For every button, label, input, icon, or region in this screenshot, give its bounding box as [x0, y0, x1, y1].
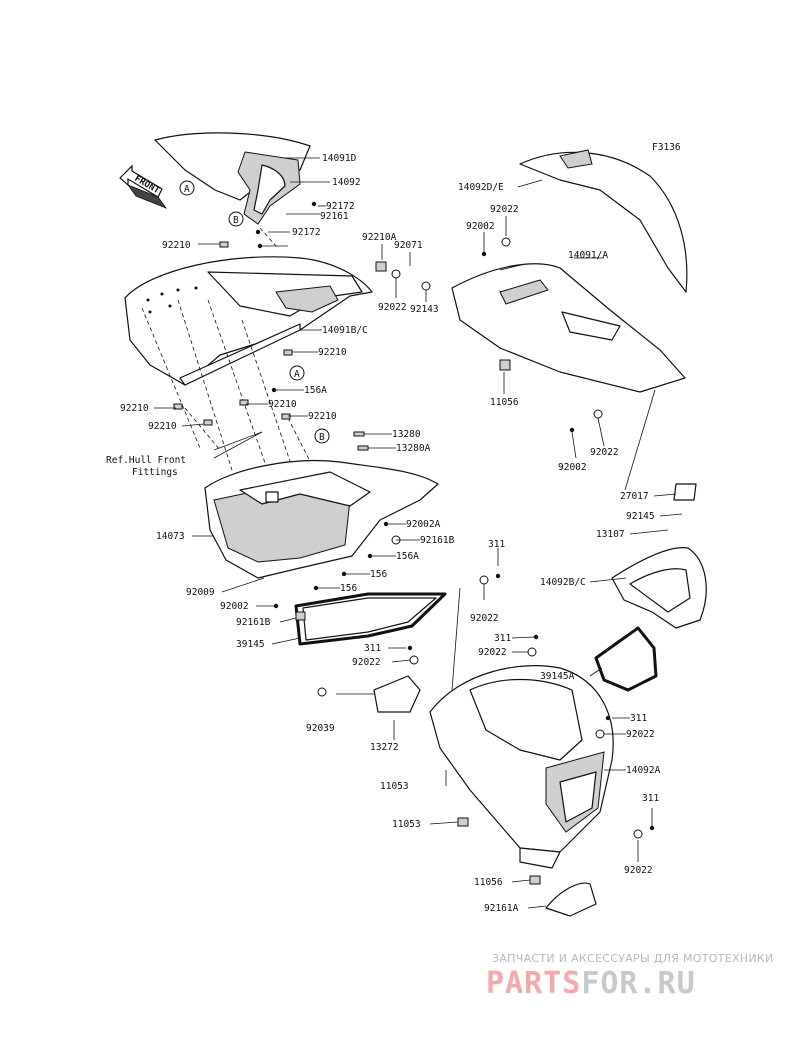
- callout-label: 14092D/E: [458, 182, 504, 193]
- callout-label: 14091D: [322, 153, 357, 164]
- callout-label: 311: [642, 793, 659, 804]
- callout-labels: 14091D 14092 92172 92161 92172 92210 140…: [120, 153, 661, 914]
- callout-label: 311: [630, 713, 647, 724]
- callout-label: 92022: [624, 865, 653, 876]
- front-arrow-icon: FRONT: [119, 164, 168, 209]
- callout-label: 92161B: [420, 535, 455, 546]
- pad-92161a-part: [545, 882, 597, 917]
- callout-label: 92172: [326, 201, 355, 212]
- callout-label: 14092: [332, 177, 361, 188]
- callout-label: 39145A: [540, 671, 575, 682]
- callout-label: 14091B/C: [322, 325, 368, 336]
- side-panel-14092de-part: [519, 149, 688, 293]
- callout-label: 156: [340, 583, 357, 594]
- marker-b-mid: B: [314, 428, 330, 444]
- callout-label: 92002: [558, 462, 587, 473]
- callout-label: 13107: [596, 529, 625, 540]
- watermark-logo-part1: PARTS: [486, 966, 582, 1001]
- callout-label: 92022: [490, 204, 519, 215]
- marker-a-label: A: [294, 369, 300, 380]
- callout-label: 14091/A: [568, 250, 608, 261]
- bracket-13272-part: [373, 675, 421, 713]
- callout-label: 311: [364, 643, 381, 654]
- callout-label: 92022: [470, 613, 499, 624]
- figure-code: F3136: [652, 142, 681, 153]
- callout-label: 92002: [220, 601, 249, 612]
- hood-part: [124, 256, 373, 386]
- watermark-logo: PARTSFOR.RU: [486, 966, 696, 1001]
- lower-body-part: [429, 665, 614, 869]
- top-cover-part: [154, 132, 311, 225]
- callout-label: 92002A: [406, 519, 441, 530]
- leader-lines: [154, 157, 683, 909]
- callout-label: 13280A: [396, 443, 431, 454]
- callout-label: 13280: [392, 429, 421, 440]
- callout-label: 92210: [308, 411, 337, 422]
- callout-label: 92210: [148, 421, 177, 432]
- callout-label: 13272: [370, 742, 399, 753]
- pad-14092bc-part: [611, 483, 707, 629]
- callout-label: 14092A: [626, 765, 661, 776]
- callout-label: 11053: [380, 781, 409, 792]
- callout-label: 92039: [306, 723, 335, 734]
- seal-ring-39145a-part: [594, 626, 658, 692]
- callout-label: 92002: [466, 221, 495, 232]
- callout-label: 92210: [318, 347, 347, 358]
- marker-a-label: A: [184, 184, 190, 195]
- callout-label: 39145: [236, 639, 265, 650]
- callout-label: 92022: [352, 657, 381, 668]
- ref-note-line1: Ref.Hull Front: [106, 455, 186, 466]
- callout-label: 14092B/C: [540, 577, 586, 588]
- clip-parts: [173, 241, 541, 885]
- callout-label: 92210: [120, 403, 149, 414]
- callout-label: 156: [370, 569, 387, 580]
- marker-a-top: A: [179, 180, 195, 196]
- callout-label: 92022: [626, 729, 655, 740]
- callout-label: 92210A: [362, 232, 397, 243]
- callout-label: 311: [488, 539, 505, 550]
- callout-label: 14073: [156, 531, 185, 542]
- callout-label: 11056: [490, 397, 519, 408]
- callout-label: 27017: [620, 491, 649, 502]
- callout-label: 156A: [304, 385, 327, 396]
- callout-label: 11053: [392, 819, 421, 830]
- callout-label: 92022: [478, 647, 507, 658]
- callout-label: 92172: [292, 227, 321, 238]
- watermark-caption: ЗАПЧАСТИ И АКСЕССУАРЫ ДЛЯ МОТОТЕХНИКИ: [492, 952, 774, 965]
- watermark-logo-part2: FOR.RU: [581, 966, 696, 1001]
- callout-label: 92161A: [484, 903, 519, 914]
- callout-label: 92161B: [236, 617, 271, 628]
- callout-label: 92022: [590, 447, 619, 458]
- marker-b-label: B: [233, 215, 239, 226]
- marker-b-top: B: [228, 211, 244, 227]
- inner-frame-part: [204, 431, 439, 579]
- marker-a-mid: A: [289, 365, 305, 381]
- callout-label: 92022: [378, 302, 407, 313]
- callout-label: 92161: [320, 211, 349, 222]
- callout-label: 92210: [162, 240, 191, 251]
- side-panel-14091a-part: [451, 263, 686, 393]
- callout-label: 92210: [268, 399, 297, 410]
- callout-label: 92009: [186, 587, 215, 598]
- callout-label: 92143: [410, 304, 439, 315]
- seal-ring-part: [294, 592, 447, 646]
- callout-label: 92145: [626, 511, 655, 522]
- callout-label: 92071: [394, 240, 423, 251]
- ref-note-line2: Fittings: [132, 467, 178, 478]
- callout-label: 156A: [396, 551, 419, 562]
- callout-label: 11056: [474, 877, 503, 888]
- callout-label: 311: [494, 633, 511, 644]
- marker-b-label: B: [319, 432, 325, 443]
